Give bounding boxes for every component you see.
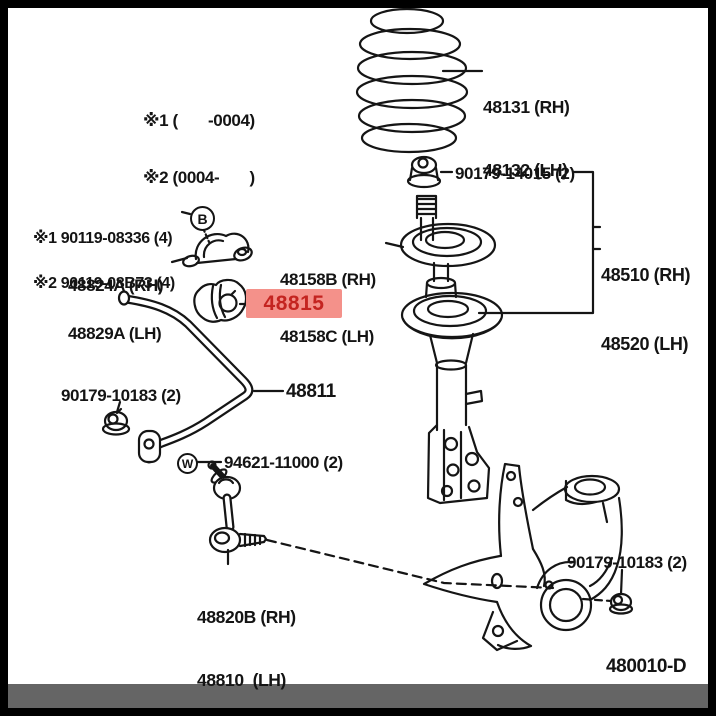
leader-knuckle-nut: [619, 568, 624, 596]
label-washer: 94621-11000 (2): [224, 453, 343, 472]
dash-link-to-knuckle: [265, 538, 555, 590]
callout-b: B: [190, 206, 215, 231]
label-spring-line2: 48132 (LH): [483, 160, 568, 180]
leader-bracket: [170, 256, 189, 264]
label-strut: 48510 (RH) 48520 (LH): [601, 218, 690, 402]
leader-bar-nut-left: [115, 400, 122, 414]
label-bracket: 48824A (RH) 48829A (LH): [68, 246, 164, 374]
stabilizer-link-drawing: [207, 460, 268, 554]
strut-drawing: [399, 194, 504, 505]
label-strut-nut: 90179-14015 (2): [455, 164, 575, 183]
label-support-line2: 48158C (LH): [280, 327, 374, 346]
knuckle-drawing: [422, 462, 623, 652]
bar-nut-left-drawing: [101, 407, 131, 436]
bracket-ticks: [591, 225, 602, 251]
bushing-drawing: [193, 278, 248, 323]
strut-nut-drawing: [406, 155, 442, 189]
label-bushing-highlighted: 48815: [246, 289, 342, 318]
legend-line2: ※2 (0004- ): [143, 168, 255, 187]
label-spring-line1: 48131 (RH): [483, 97, 570, 117]
label-bracket-line1: 48824A (RH): [68, 276, 164, 295]
label-strut-line1: 48510 (RH): [601, 265, 691, 285]
label-knuckle-nut-right: 90179-10183 (2): [567, 553, 687, 572]
bracket-strut-assembly: [477, 170, 595, 315]
label-fastener-notes: ※1 90119-08336 (4) ※2 90119-08B73 (4): [33, 201, 175, 321]
label-link-line1: 48820B (RH): [197, 607, 296, 627]
label-strut-line2: 48520 (LH): [601, 334, 689, 354]
connector-callout-b: [180, 210, 192, 216]
diagram-canvas: [8, 8, 708, 708]
legend-line1: ※1 ( -0004): [143, 111, 255, 130]
fastener-note-line2: ※2 90119-08B73 (4): [33, 275, 175, 292]
label-link: 48820B (RH) 48810 (LH): [197, 565, 296, 716]
label-bar: 48811: [286, 381, 336, 402]
label-support-line1: 48158B (RH): [280, 270, 376, 289]
leader-support: [384, 241, 405, 249]
coil-spring-drawing: [355, 7, 469, 154]
label-bracket-line2: 48829A (LH): [68, 324, 162, 343]
bar-bracket-drawing: [182, 232, 253, 268]
label-link-line2: 48810 (LH): [197, 670, 286, 690]
dash-hub-to-nut: [581, 597, 613, 603]
figure-code: 480010-D: [606, 656, 687, 677]
label-bar-nut-left: 90179-10183 (2): [61, 386, 181, 405]
knuckle-nut-drawing: [608, 592, 634, 615]
stabilizer-bar-drawing: [117, 290, 254, 464]
footer-bar: [8, 684, 708, 708]
callout-w: W: [177, 453, 198, 474]
fastener-note-line1: ※1 90119-08336 (4): [33, 230, 173, 247]
label-legend: ※1 ( -0004) ※2 (0004- ): [143, 73, 255, 225]
label-spring: 48131 (RH) 48132 (LH): [483, 55, 570, 223]
label-support: 48158B (RH) 48158C (LH): [280, 232, 376, 384]
